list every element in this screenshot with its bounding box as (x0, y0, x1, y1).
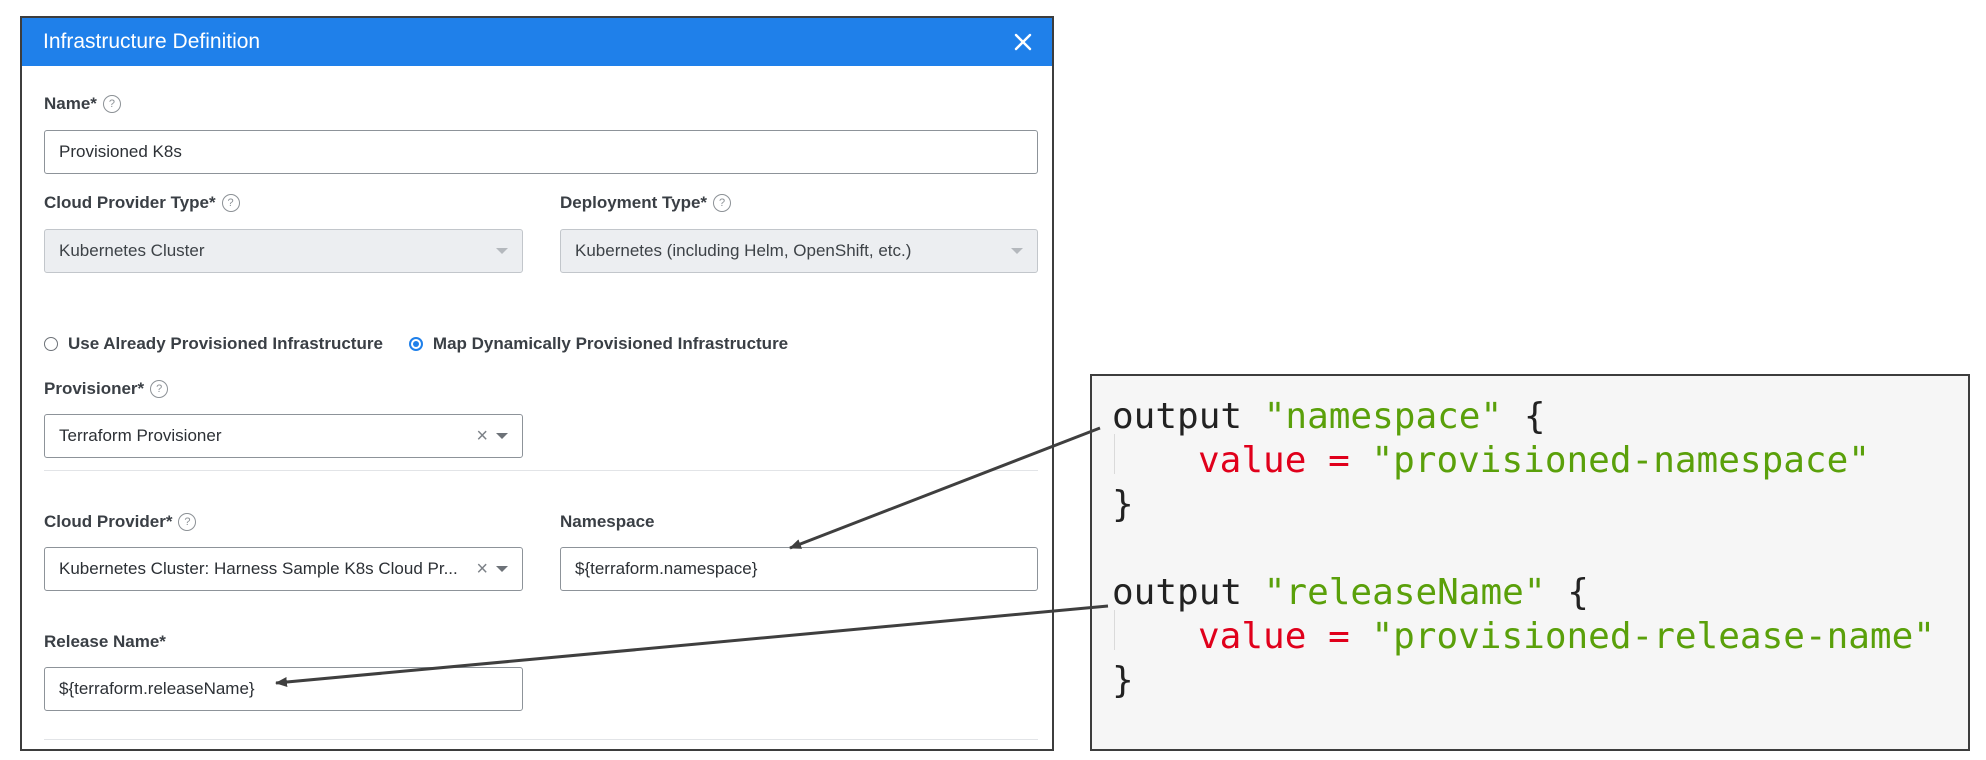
name-label-text: Name* (44, 94, 97, 113)
code-string: "provisioned-namespace" (1371, 440, 1870, 481)
cloud-provider-select[interactable]: Kubernetes Cluster: Harness Sample K8s C… (44, 547, 523, 591)
cloud-provider-type-label: Cloud Provider Type* ? (44, 193, 240, 213)
dialog-title: Infrastructure Definition (43, 30, 261, 53)
namespace-label: Namespace (560, 512, 655, 532)
help-icon[interactable]: ? (221, 194, 240, 212)
deployment-type-label-text: Deployment Type* (560, 193, 708, 212)
provisioner-label: Provisioner* ? (44, 379, 169, 399)
chevron-down-icon[interactable] (496, 433, 508, 439)
code-operator: = (1328, 616, 1350, 657)
release-name-input[interactable]: ${terraform.releaseName} (44, 667, 523, 711)
section-divider (44, 739, 1038, 740)
radio-use-already-provisioned[interactable]: Use Already Provisioned Infrastructure (44, 334, 383, 354)
code-keyword: output (1112, 396, 1243, 437)
code-string: "provisioned-release-name" (1371, 616, 1935, 657)
code-property: value (1198, 616, 1307, 657)
name-input[interactable]: Provisioned K8s (44, 130, 1038, 174)
provisioner-value: Terraform Provisioner (59, 426, 222, 445)
radio-label: Map Dynamically Provisioned Infrastructu… (432, 334, 789, 353)
namespace-input-value: ${terraform.namespace} (575, 559, 758, 578)
provisioner-label-text: Provisioner* (44, 379, 145, 398)
infrastructure-definition-dialog: Infrastructure Definition Name* ? Provis… (20, 16, 1054, 751)
cloud-provider-type-label-text: Cloud Provider Type* (44, 193, 216, 212)
code-property: value (1198, 440, 1307, 481)
name-label: Name* ? (44, 94, 121, 114)
code-brace: { (1523, 396, 1546, 437)
cloud-provider-value: Kubernetes Cluster: Harness Sample K8s C… (59, 559, 458, 578)
code-line-close: } (1112, 484, 1134, 525)
clear-icon[interactable]: × (476, 425, 488, 447)
code-string: "namespace" (1263, 396, 1503, 437)
code-string: "releaseName" (1263, 572, 1546, 613)
code-line-namespace-value: value = "provisioned-namespace" (1198, 440, 1870, 481)
release-name-input-value: ${terraform.releaseName} (59, 679, 255, 698)
release-name-label-text: Release Name* (44, 632, 166, 651)
provisioning-mode-radio-group: Use Already Provisioned Infrastructure M… (44, 334, 814, 354)
chevron-down-icon (1011, 248, 1023, 254)
indent-guide (1114, 434, 1115, 474)
help-icon[interactable]: ? (150, 380, 169, 398)
radio-button-selected[interactable] (408, 337, 423, 351)
help-icon[interactable]: ? (713, 194, 732, 212)
name-input-value: Provisioned K8s (59, 142, 182, 161)
deployment-type-label: Deployment Type* ? (560, 193, 732, 213)
help-icon[interactable]: ? (102, 95, 121, 113)
code-line-output-namespace: output "namespace" { (1112, 396, 1546, 437)
cloud-provider-type-select[interactable]: Kubernetes Cluster (44, 229, 523, 273)
radio-map-dynamically-provisioned[interactable]: Map Dynamically Provisioned Infrastructu… (408, 334, 789, 354)
radio-button[interactable] (44, 337, 58, 351)
code-line-close: } (1112, 660, 1134, 701)
deployment-type-value: Kubernetes (including Helm, OpenShift, e… (575, 241, 912, 260)
code-brace: } (1112, 484, 1134, 525)
code-line-output-releasename: output "releaseName" { (1112, 572, 1589, 613)
section-divider (44, 470, 1038, 471)
cloud-provider-label-text: Cloud Provider* (44, 512, 173, 531)
clear-icon[interactable]: × (476, 558, 488, 580)
cloud-provider-type-value: Kubernetes Cluster (59, 241, 205, 260)
code-brace: { (1567, 572, 1589, 613)
cloud-provider-label: Cloud Provider* ? (44, 512, 197, 532)
code-operator: = (1328, 440, 1350, 481)
release-name-label: Release Name* (44, 632, 166, 652)
chevron-down-icon[interactable] (496, 566, 508, 572)
chevron-down-icon (496, 248, 508, 254)
radio-label: Use Already Provisioned Infrastructure (68, 334, 383, 353)
code-line-releasename-value: value = "provisioned-release-name" (1198, 616, 1935, 657)
close-icon[interactable] (1008, 27, 1038, 57)
code-brace: } (1112, 660, 1134, 701)
code-keyword: output (1112, 572, 1243, 613)
namespace-label-text: Namespace (560, 512, 655, 531)
deployment-type-select[interactable]: Kubernetes (including Helm, OpenShift, e… (560, 229, 1038, 273)
help-icon[interactable]: ? (178, 513, 197, 531)
dialog-header: Infrastructure Definition (22, 18, 1052, 66)
terraform-output-code-panel: output "namespace" { value = "provisione… (1090, 374, 1970, 751)
namespace-input[interactable]: ${terraform.namespace} (560, 547, 1038, 591)
indent-guide (1114, 610, 1115, 650)
provisioner-select[interactable]: Terraform Provisioner × (44, 414, 523, 458)
